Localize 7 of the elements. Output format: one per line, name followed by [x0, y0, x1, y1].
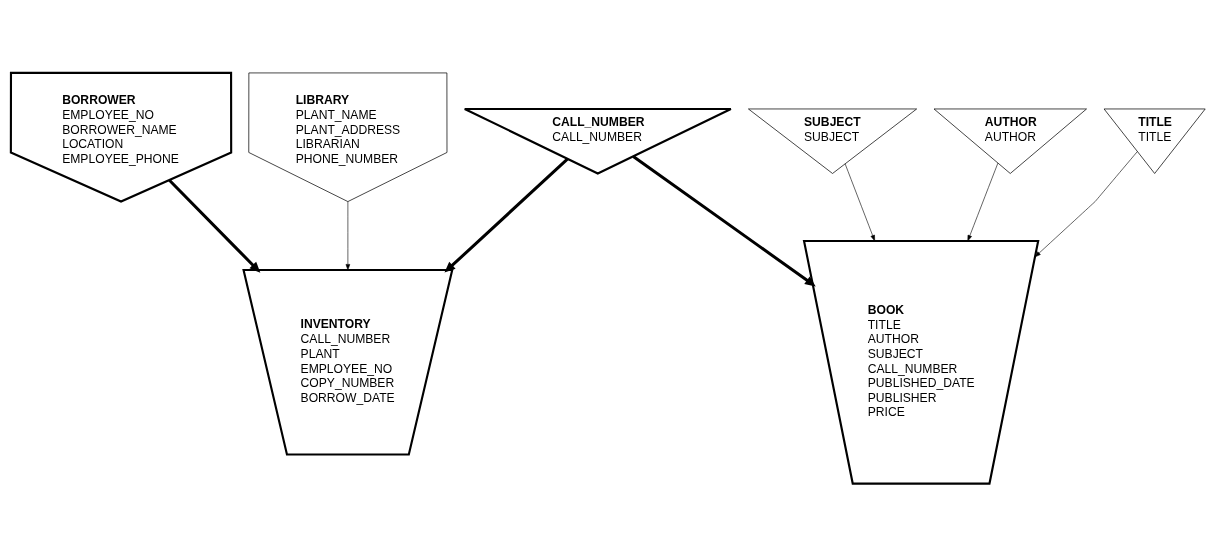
arrow [632, 154, 816, 286]
arrow [345, 200, 351, 270]
arrow [444, 157, 569, 272]
arrow [844, 163, 875, 241]
arrow [1034, 150, 1138, 257]
arrow [967, 162, 999, 241]
arrow [168, 178, 261, 273]
